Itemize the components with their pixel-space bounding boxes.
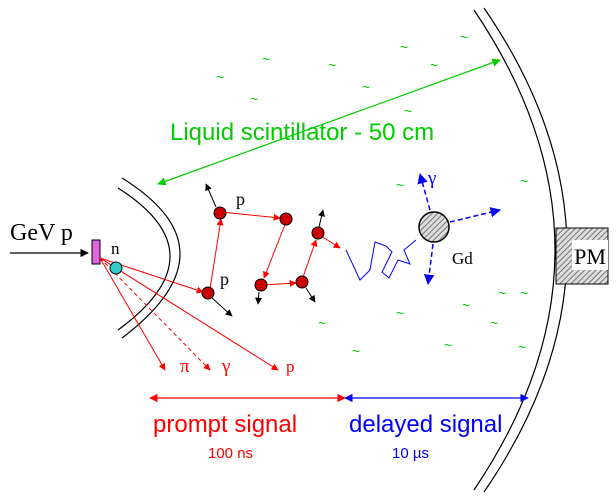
proton-label-upper: p (236, 189, 245, 209)
photomultiplier: PM (555, 227, 609, 285)
gadolinium-atom (418, 211, 450, 243)
scintillator-mark: ~ (462, 297, 470, 313)
scintillator-mark: ~ (430, 57, 438, 73)
scintillator-mark: ~ (396, 305, 404, 321)
proton-node (201, 286, 233, 317)
proton-track-out (99, 257, 279, 371)
pion-label: π (180, 356, 190, 377)
prompt-signal-label: prompt signal (153, 411, 297, 438)
scintillator-mark: ~ (262, 51, 270, 67)
scintillator-mark: ~ (362, 79, 370, 95)
delayed-signal-label: delayed signal (349, 411, 502, 438)
scintillator-mark: ~ (490, 315, 498, 331)
scintillator-mark: ~ (404, 103, 412, 119)
scintillator-mark: ~ (216, 69, 224, 85)
delayed-time-label: 10 µs (392, 445, 429, 462)
proton-node (311, 209, 325, 240)
scintillator-mark: ~ (518, 339, 526, 355)
gamma-track (99, 257, 211, 371)
beam-label: GeV p (10, 220, 73, 246)
gadolinium-capture: Gd γ (417, 168, 502, 286)
scintillator-mark: ~ (328, 57, 336, 73)
proton-node (254, 278, 268, 305)
neutron-particle (109, 261, 123, 275)
proton-nodes: p p (201, 183, 325, 317)
target-block (91, 239, 101, 265)
gadolinium-label: Gd (452, 249, 473, 268)
photomultiplier-label: PM (574, 244, 606, 269)
gamma-label: γ (221, 356, 230, 377)
scintillator-size-arrow (157, 58, 501, 186)
scintillator-mark: ~ (520, 173, 528, 189)
proton-label: p (286, 357, 295, 376)
scintillator-marks: ~~~~~~~~~~~~~~~~~~~~ (216, 29, 528, 359)
scintillator-mark: ~ (460, 29, 468, 45)
scintillator-mark: ~ (318, 315, 326, 331)
scintillator-mark: ~ (400, 39, 408, 55)
scintillator-mark: ~ (396, 177, 404, 193)
scintillator-mark: ~ (520, 285, 528, 301)
neutron-label: n (111, 239, 120, 258)
proton-scatter-chain (209, 211, 341, 290)
gamma-label-gd: γ (427, 168, 436, 189)
outer-vessel-wall-inner (473, 9, 556, 491)
neutron-walk-path (345, 239, 417, 281)
pion-track (99, 257, 166, 371)
proton-node (205, 183, 227, 220)
inner-vessel-wall (121, 177, 181, 339)
proton-node (279, 212, 293, 226)
prompt-time-label: 100 ns (208, 445, 253, 462)
proton-label-lower: p (220, 269, 229, 289)
scintillator-label: Liquid scintillator - 50 cm (170, 119, 434, 146)
scintillator-mark: ~ (444, 337, 452, 353)
inner-vessel-wall-inner (117, 187, 171, 331)
scintillator-mark: ~ (352, 343, 360, 359)
scintillator-mark: ~ (250, 91, 258, 107)
scintillator-mark: ~ (498, 285, 506, 301)
proton-node (295, 275, 316, 303)
